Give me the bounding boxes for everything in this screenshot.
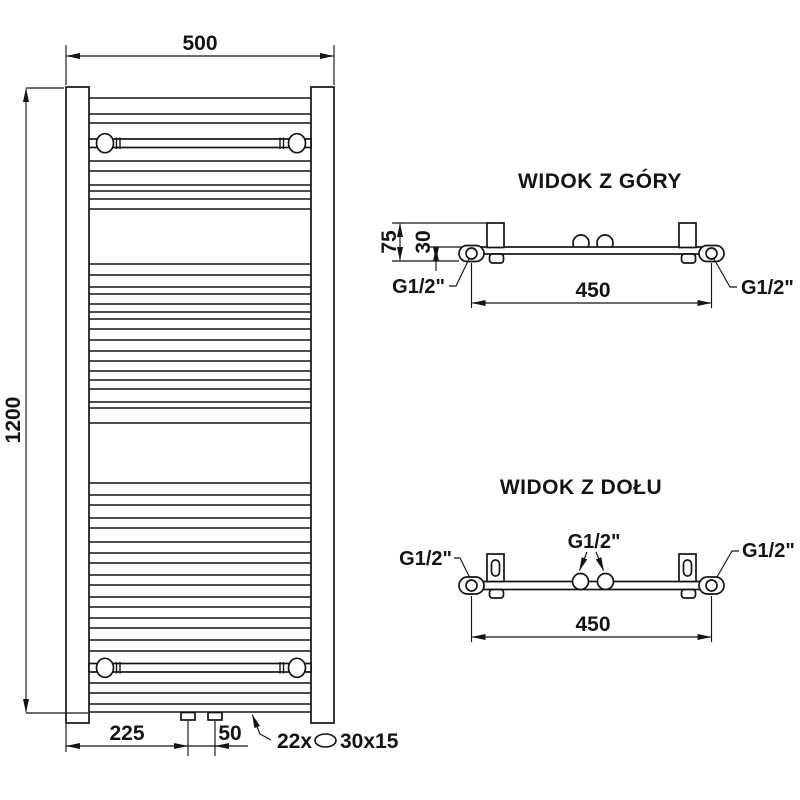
connection-label-right: G1/2"	[742, 540, 795, 562]
bracket-foot-left	[488, 588, 505, 599]
connection-label-right: G1/2"	[741, 277, 794, 299]
tube-port-right	[705, 247, 718, 260]
wall-bracket-right	[678, 553, 697, 583]
top-view: WIDOK Z GÓRY 75 30	[378, 169, 794, 308]
dim-bottom-connections: 225 50	[65, 721, 248, 756]
dim-height-label: 1200	[2, 397, 25, 444]
connection-label-left: G1/2"	[399, 548, 452, 570]
dim-bracket-offset-label: 30	[412, 230, 435, 253]
dim-width-label: 500	[182, 32, 217, 55]
connection-label-center: G1/2"	[568, 531, 621, 553]
bracket-foot-right	[680, 588, 697, 599]
wall-bracket-left	[486, 222, 505, 249]
dim-width: 500	[65, 32, 335, 85]
right-wall-bracket	[287, 657, 307, 679]
connection-labels-bottom-view: G1/2" G1/2" G1/2"	[399, 531, 795, 579]
radiator-body-top	[471, 246, 712, 255]
wall-bracket-left	[486, 553, 505, 583]
dim-bracket-offset: 30	[412, 230, 462, 271]
top-bracket-bar	[88, 132, 312, 154]
bottom-view-title: WIDOK Z DOŁU	[500, 476, 662, 499]
bracket-foot-left	[488, 253, 505, 264]
left-collector-tube	[65, 86, 90, 724]
dim-height: 1200	[2, 87, 88, 714]
center-connection-right	[596, 572, 615, 591]
right-collector-tube	[310, 86, 335, 724]
dim-axis-spacing-label: 450	[575, 613, 610, 636]
left-wall-bracket	[95, 657, 115, 679]
center-connection-left	[571, 572, 590, 591]
connection-stub-left	[180, 711, 196, 721]
top-view-title: WIDOK Z GÓRY	[518, 169, 682, 193]
rung-lines	[89, 97, 311, 713]
dim-depth: 75	[378, 222, 487, 262]
rung-size-label: 30x15	[340, 730, 399, 753]
rung-count-label: 22x	[277, 730, 312, 753]
tube-port-left	[465, 247, 478, 260]
connection-label-left: G1/2"	[392, 276, 445, 298]
right-wall-bracket	[287, 132, 307, 154]
connection-stub-right	[207, 711, 223, 721]
left-wall-bracket	[95, 132, 115, 154]
connection-labels-top-view: G1/2" G1/2"	[392, 258, 794, 299]
dim-axis-spacing-top: 450	[470, 263, 713, 308]
tube-port-left	[465, 579, 478, 592]
oval-profile-icon	[314, 733, 337, 748]
dim-axis-spacing-label: 450	[575, 279, 610, 302]
bracket-foot-right	[680, 253, 697, 264]
wall-bracket-right	[678, 222, 697, 249]
dim-spacing-label: 50	[218, 722, 241, 745]
dim-offset-label: 225	[109, 722, 144, 745]
bottom-bracket-bar	[88, 657, 312, 679]
tube-port-right	[705, 579, 718, 592]
front-view: 500 1200 225 50 22x 30x15	[2, 32, 399, 756]
bottom-view: WIDOK Z DOŁU G1/2" G1/2"	[399, 476, 795, 642]
dim-axis-spacing-bottom: 450	[470, 596, 713, 642]
dim-depth-label: 75	[378, 230, 401, 254]
rung-profile-note: 22x 30x15	[251, 714, 399, 753]
radiator-body-bottom	[470, 580, 713, 591]
